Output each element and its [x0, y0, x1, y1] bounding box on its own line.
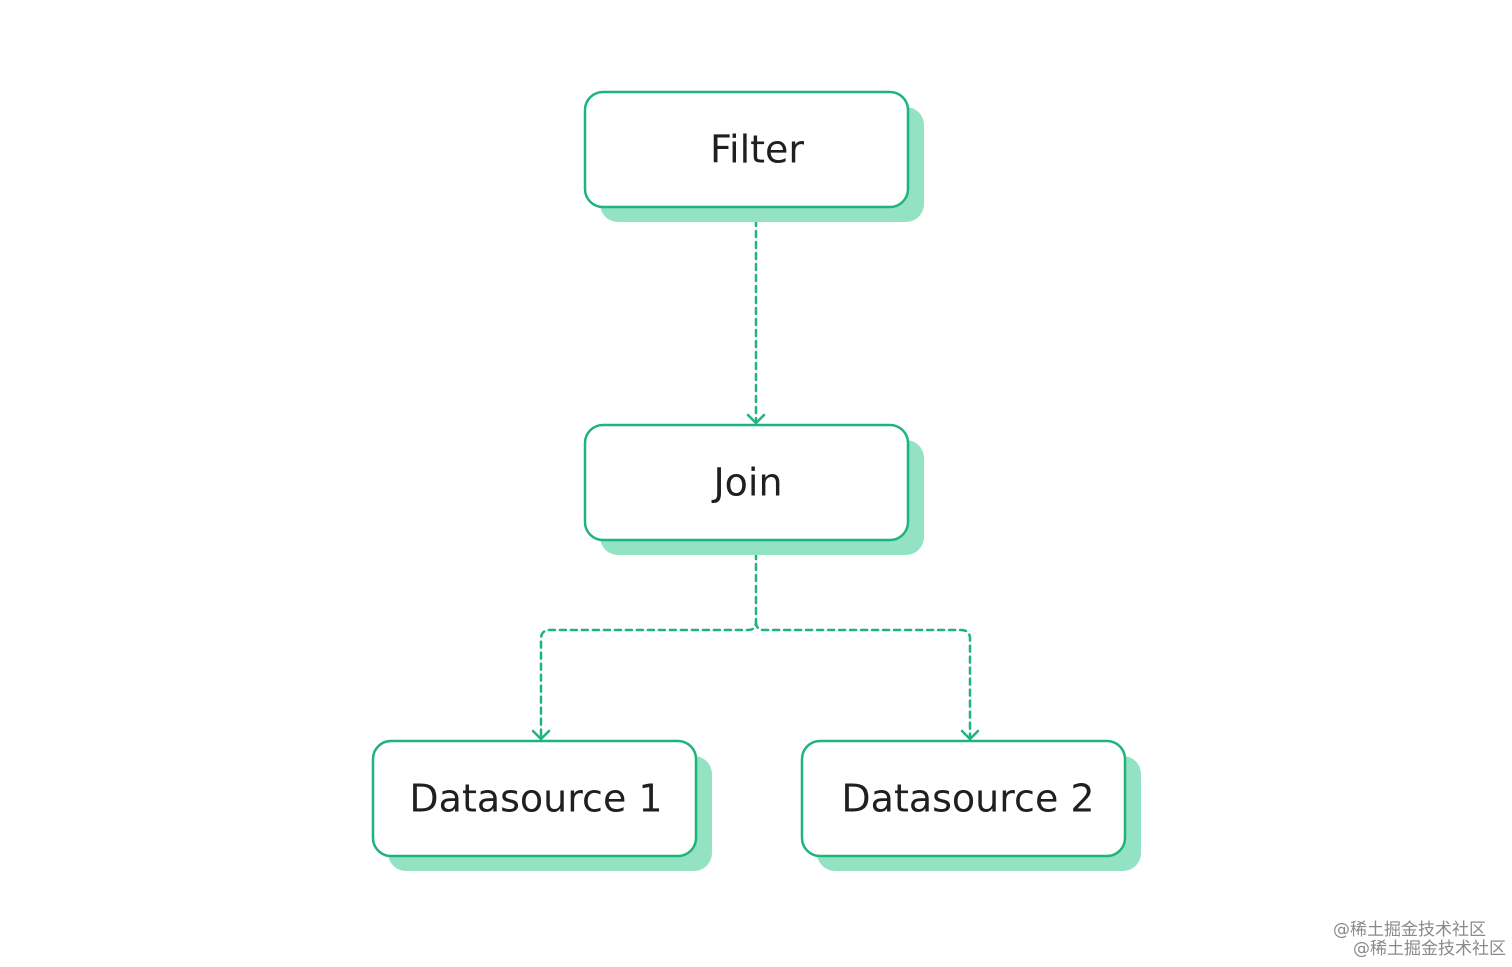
edge-join-to-datasource1	[539, 540, 758, 739]
arrowheads	[531, 413, 980, 741]
node-datasource2-box	[800, 739, 1127, 858]
watermark-line-2: @稀土掘金技术社区	[1353, 939, 1506, 959]
connectors	[539, 207, 972, 739]
node-filter-box	[583, 90, 910, 209]
node-datasource2: Datasource 2	[800, 739, 1141, 871]
node-datasource1-box	[371, 739, 698, 858]
arrowhead-datasource1	[531, 729, 551, 741]
node-datasource1-label: Datasource 1	[409, 777, 662, 821]
edge-join-to-datasource2	[754, 620, 972, 739]
node-datasource2-label: Datasource 2	[841, 777, 1094, 821]
node-filter-label: Filter	[710, 128, 804, 172]
node-join: Join	[583, 423, 924, 555]
node-join-label: Join	[711, 461, 782, 505]
node-filter: Filter	[583, 90, 924, 222]
node-join-box	[583, 423, 910, 542]
arrowhead-datasource2	[960, 729, 980, 741]
node-datasource1: Datasource 1	[371, 739, 712, 871]
arrowhead-join	[746, 413, 766, 425]
watermark-line-1: @稀土掘金技术社区	[1333, 920, 1486, 940]
